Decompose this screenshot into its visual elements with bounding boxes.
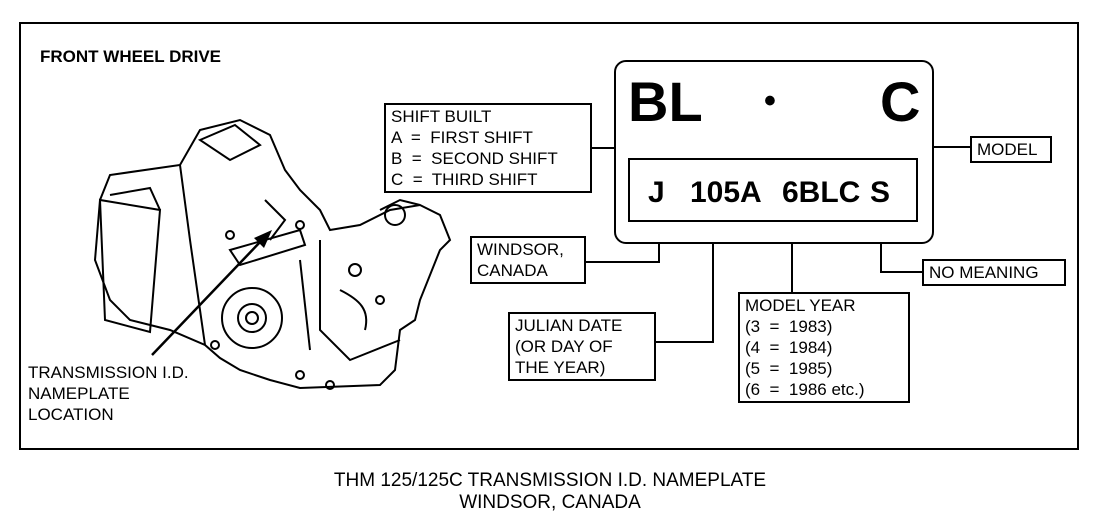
plate-top-right: C (880, 70, 921, 133)
plate-top-left: BL (628, 70, 703, 133)
code-suffix: S (870, 176, 891, 209)
plate-code-box (628, 158, 918, 222)
code-plant: J (648, 176, 665, 209)
plate-dot: • (764, 82, 776, 120)
model-box: MODEL (970, 136, 1052, 163)
caption: THM 125/125C TRANSMISSION I.D. NAMEPLATE… (333, 470, 767, 513)
windsor-box: WINDSOR,CANADA (470, 236, 586, 284)
no-meaning-box: NO MEANING (922, 259, 1066, 286)
model-year-box: MODEL YEAR(3 = 1983)(4 = 1984)(5 = 1985)… (738, 292, 910, 403)
code-julian: 105A (690, 176, 762, 209)
diagram-frame (19, 22, 1079, 450)
code-model: 6BLC (782, 176, 861, 209)
heading: FRONT WHEEL DRIVE (40, 47, 222, 66)
